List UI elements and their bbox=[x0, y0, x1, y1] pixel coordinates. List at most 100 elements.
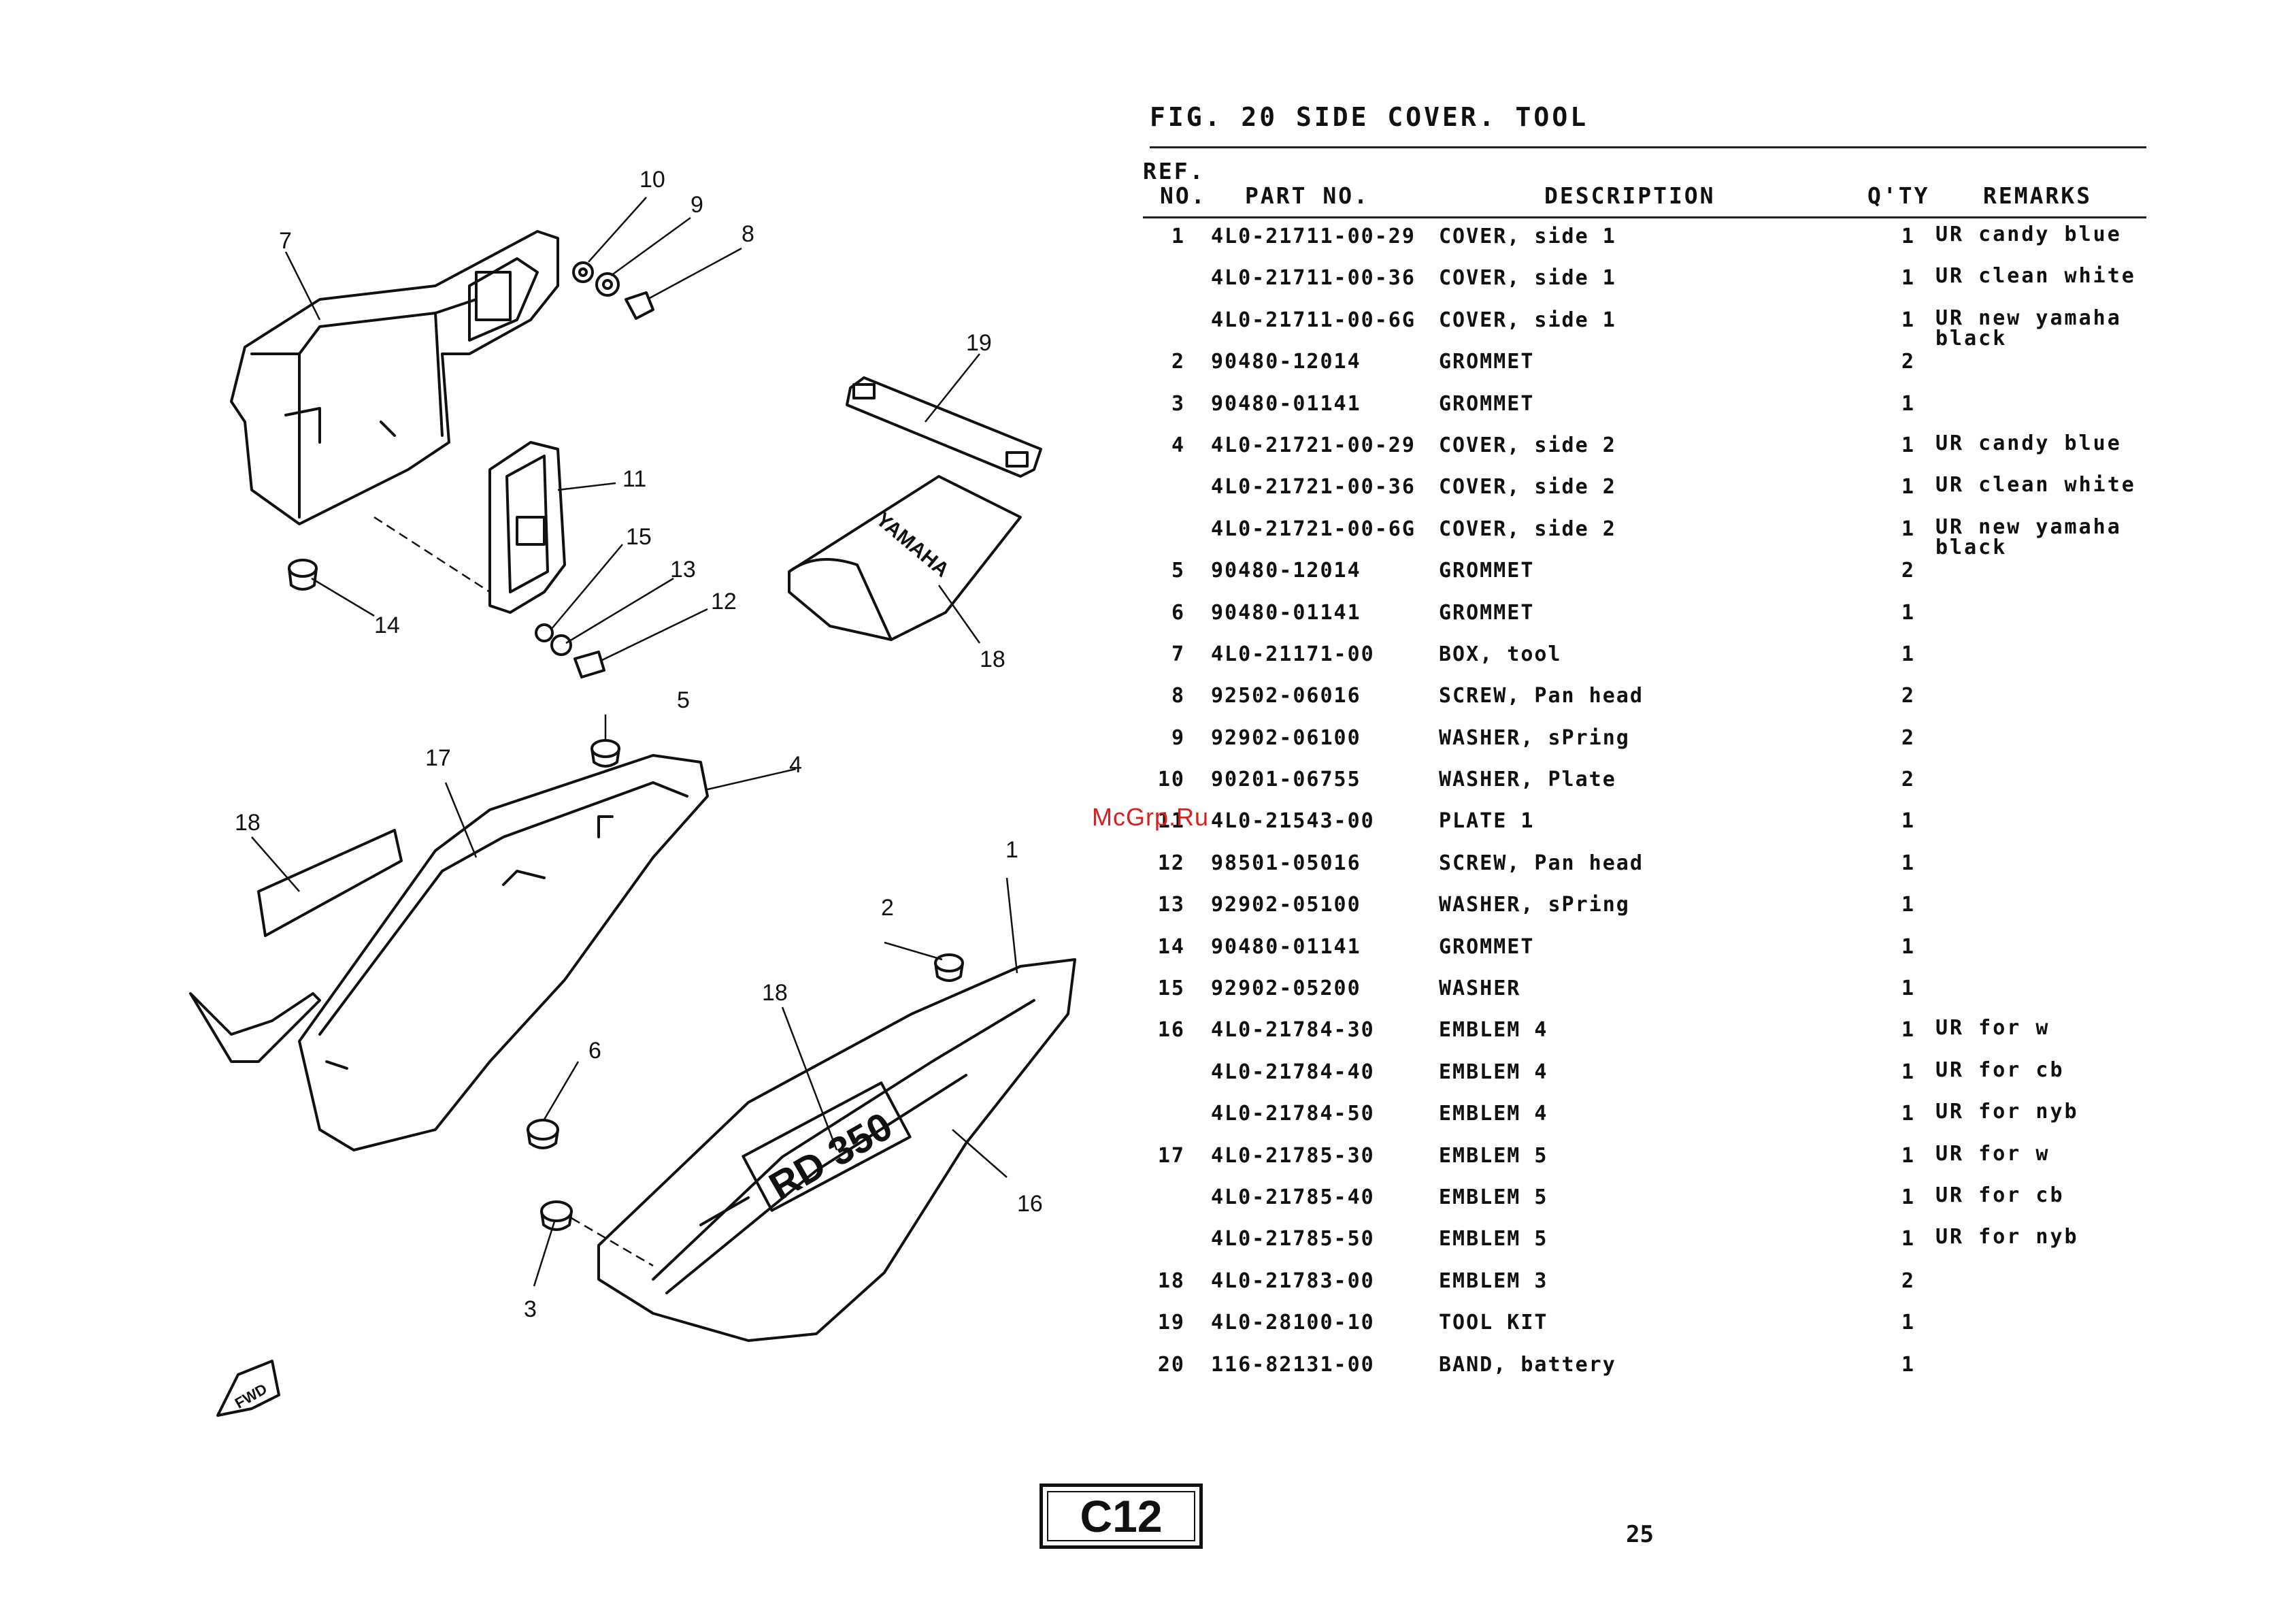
part-remarks: UR new yamaha black bbox=[1935, 514, 2122, 559]
part-description: GROMMET bbox=[1439, 559, 1535, 583]
part-qty: 1 bbox=[1901, 1018, 1916, 1043]
part-description: EMBLEM 5 bbox=[1439, 1185, 1548, 1209]
part-ref: 18 bbox=[1157, 1268, 1185, 1293]
part-description: TOOL KIT bbox=[1439, 1311, 1548, 1335]
part-description: SCREW, Pan head bbox=[1439, 684, 1644, 708]
part-description: EMBLEM 3 bbox=[1439, 1268, 1548, 1293]
exploded-diagram: 7 10 9 8 11 15 13 12 14 19 18 5 4 17 18 … bbox=[0, 0, 1088, 1497]
part-ref: 20 bbox=[1157, 1352, 1185, 1377]
part-number: 4L0-21785-40 bbox=[1211, 1185, 1375, 1209]
part-number: 4L0-21543-00 bbox=[1211, 809, 1375, 834]
part-ref: 15 bbox=[1157, 977, 1185, 1001]
part-ref: 2 bbox=[1171, 350, 1185, 374]
figure-title: FIG. 20 SIDE COVER. TOOL bbox=[1150, 102, 1589, 132]
part-qty: 1 bbox=[1901, 1060, 1916, 1084]
header-part-no: PART NO. bbox=[1245, 182, 1369, 209]
table-row: 5 90480-12014 GROMMET 2 bbox=[1143, 559, 2150, 600]
part-qty: 1 bbox=[1901, 225, 1916, 248]
part-remarks: UR for w bbox=[1935, 1141, 2050, 1166]
part-description: COVER, side 1 bbox=[1439, 225, 1616, 248]
part-ref: 1 bbox=[1171, 225, 1185, 248]
part-ref: 6 bbox=[1171, 600, 1185, 625]
table-row: 8 92502-06016 SCREW, Pan head 2 bbox=[1143, 684, 2150, 725]
callout-12: 12 bbox=[711, 589, 737, 614]
callout-17: 17 bbox=[425, 745, 451, 771]
part-qty: 2 bbox=[1901, 559, 1916, 583]
part-number: 90480-01141 bbox=[1211, 600, 1361, 625]
emblem-5-part bbox=[189, 992, 321, 1063]
part-qty: 1 bbox=[1901, 1102, 1916, 1126]
battery-band-part bbox=[846, 376, 1042, 478]
part-number: 92902-05100 bbox=[1211, 893, 1361, 917]
part-ref: 3 bbox=[1171, 391, 1185, 416]
callout-16: 16 bbox=[1017, 1191, 1043, 1217]
part-ref: 16 bbox=[1157, 1018, 1185, 1043]
side-cover-2-part bbox=[298, 754, 709, 1151]
part-description: WASHER bbox=[1439, 977, 1521, 1001]
part-qty: 1 bbox=[1901, 600, 1916, 625]
part-description: EMBLEM 4 bbox=[1439, 1018, 1548, 1043]
part-number: 98501-05016 bbox=[1211, 851, 1361, 875]
part-qty: 2 bbox=[1901, 684, 1916, 708]
page-code-inner-border bbox=[1047, 1491, 1195, 1541]
part-description: BAND, battery bbox=[1439, 1352, 1616, 1377]
part-number: 90480-01141 bbox=[1211, 391, 1361, 416]
header-ref-line2: NO. bbox=[1160, 182, 1207, 209]
fwd-arrow-icon bbox=[216, 1360, 280, 1417]
part-ref: 10 bbox=[1157, 768, 1185, 792]
part-number: 4L0-21784-40 bbox=[1211, 1060, 1375, 1084]
part-description: COVER, side 1 bbox=[1439, 266, 1616, 291]
part-qty: 2 bbox=[1901, 1268, 1916, 1293]
part-qty: 1 bbox=[1901, 977, 1916, 1001]
part-number: 4L0-21784-30 bbox=[1211, 1018, 1375, 1043]
part-number: 4L0-21711-00-6G bbox=[1211, 308, 1416, 332]
header-remarks: REMARKS bbox=[1983, 182, 2093, 209]
callout-18-right: 18 bbox=[762, 980, 788, 1006]
part-number: 4L0-21721-00-6G bbox=[1211, 517, 1416, 541]
part-qty: 1 bbox=[1901, 433, 1916, 457]
callout-18-left: 18 bbox=[235, 810, 261, 836]
part-number: 90480-12014 bbox=[1211, 350, 1361, 374]
part-ref: 11 bbox=[1157, 809, 1185, 834]
part-remarks: UR for w bbox=[1935, 1016, 2050, 1040]
callout-20: 19 bbox=[966, 330, 992, 356]
title-rule bbox=[1150, 146, 2146, 148]
part-number: 4L0-21783-00 bbox=[1211, 1268, 1375, 1293]
side-cover-1-part bbox=[597, 958, 1076, 1342]
plate-part bbox=[488, 441, 566, 614]
part-number: 4L0-21721-00-29 bbox=[1211, 433, 1416, 457]
page-number: 25 bbox=[1626, 1521, 1654, 1548]
part-number: 90480-12014 bbox=[1211, 559, 1361, 583]
part-number: 92502-06016 bbox=[1211, 684, 1361, 708]
part-number: 92902-05200 bbox=[1211, 977, 1361, 1001]
tool-box-part bbox=[230, 230, 559, 525]
part-qty: 2 bbox=[1901, 725, 1916, 750]
part-ref: 9 bbox=[1171, 725, 1185, 750]
part-ref: 8 bbox=[1171, 684, 1185, 708]
part-number: 4L0-21711-00-36 bbox=[1211, 266, 1416, 291]
callout-6: 6 bbox=[588, 1038, 601, 1064]
part-description: EMBLEM 4 bbox=[1439, 1060, 1548, 1084]
part-number: 92902-06100 bbox=[1211, 725, 1361, 750]
part-number: 4L0-21721-00-36 bbox=[1211, 475, 1416, 499]
part-description: COVER, side 2 bbox=[1439, 517, 1616, 541]
part-ref: 5 bbox=[1171, 559, 1185, 583]
part-qty: 1 bbox=[1901, 893, 1916, 917]
part-ref: 14 bbox=[1157, 934, 1185, 959]
part-qty: 1 bbox=[1901, 809, 1916, 834]
part-qty: 1 bbox=[1901, 1185, 1916, 1209]
callout-4: 4 bbox=[789, 752, 802, 778]
part-description: COVER, side 2 bbox=[1439, 475, 1616, 499]
part-qty: 1 bbox=[1901, 1352, 1916, 1377]
